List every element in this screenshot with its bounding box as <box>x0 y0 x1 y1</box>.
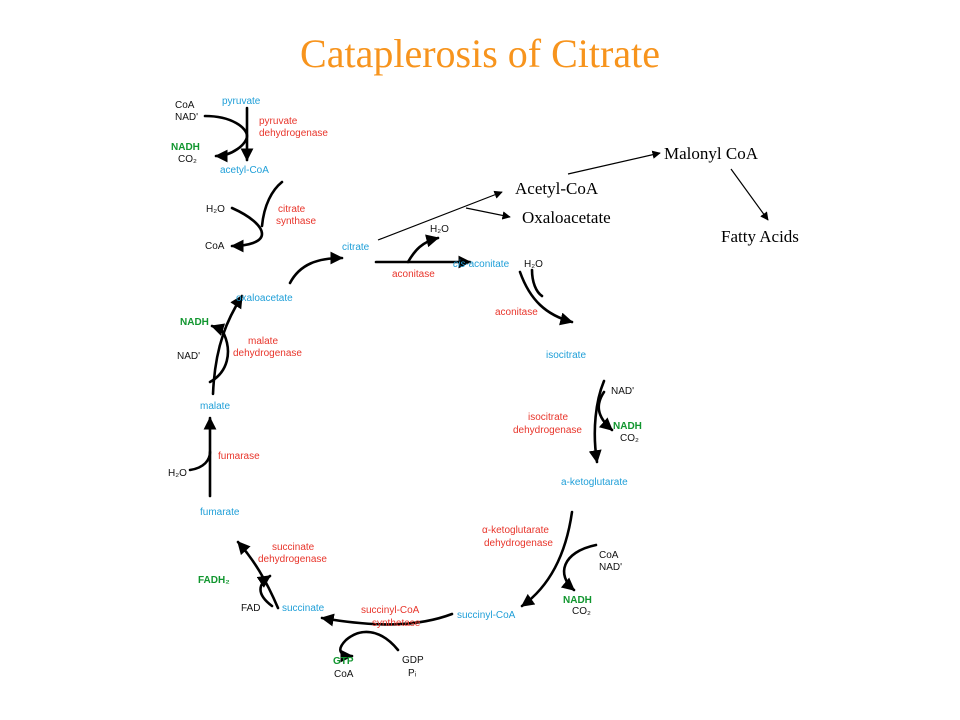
cofactor-coa-4: CoA <box>334 669 354 680</box>
energy-nadh-3: NADH <box>563 595 592 606</box>
enzyme-pyruvate-dh-line2: dehydrogenase <box>259 128 328 139</box>
acetylcoa-to-malonylcoa-arrow <box>567 150 661 175</box>
cofactor-coa-2: CoA <box>205 241 225 252</box>
metabolite-citrate: citrate <box>342 242 370 253</box>
mdh-side-arrow <box>208 323 230 384</box>
energy-nadh-2: NADH <box>613 421 642 432</box>
enzyme-akg-dh-line1: α-ketoglutarate <box>482 525 549 536</box>
aconitase1-water-arrow <box>406 234 440 264</box>
cofactor-co2-1: CO₂ <box>178 154 197 165</box>
metabolite-succinyl-coa: succinyl-CoA <box>457 610 516 621</box>
metabolite-pyruvate: pyruvate <box>222 96 261 107</box>
metabolite-succinate: succinate <box>282 603 325 614</box>
enzyme-succinyl-synthetase-line1: succinyl-CoA <box>361 605 420 616</box>
metabolite-a-ketoglutarate: a-ketoglutarate <box>561 477 628 488</box>
cofactor-pi: Pᵢ <box>408 668 417 679</box>
energy-fadh2: FADH₂ <box>198 575 230 586</box>
cofactor-h2o-3: H₂O <box>524 259 543 270</box>
enzyme-pyruvate-dh-line1: pyruvate <box>259 116 298 127</box>
citrate-to-acetylcoa-arrow <box>377 190 503 241</box>
cofactor-co2-2: CO₂ <box>620 433 639 444</box>
akgdh-main-arrow <box>520 510 574 608</box>
pdh-side-arrow <box>203 114 249 163</box>
fatty-acids-label: Fatty Acids <box>721 227 799 246</box>
cofactor-h2o-1: H₂O <box>206 204 225 215</box>
enzyme-citrate-synthase-line2: synthase <box>276 216 316 227</box>
sdh-side-arrow <box>256 574 274 608</box>
akgdh-side-arrow <box>560 543 598 592</box>
malonyl-coa-label: Malonyl CoA <box>664 144 759 163</box>
enzyme-succinate-dh-line1: succinate <box>272 542 315 553</box>
malonylcoa-to-fattyacids-arrow <box>730 168 769 221</box>
sdh-main-arrow <box>236 540 280 610</box>
cofactor-nad-3: NAD' <box>599 562 622 573</box>
metabolite-oxaloacetate: oxaloacetate <box>236 293 293 304</box>
fumarase-water-curve <box>188 450 212 472</box>
cofactor-co2-3: CO₂ <box>572 606 591 617</box>
cofactor-coa-1: CoA <box>175 100 195 111</box>
metabolite-malate: malate <box>200 401 230 412</box>
enzyme-citrate-synthase-line1: citrate <box>278 204 306 215</box>
enzyme-malate-dh-line2: dehydrogenase <box>233 348 302 359</box>
enzyme-akg-dh-line2: dehydrogenase <box>484 538 553 549</box>
idh-main-arrow <box>588 379 606 464</box>
idh-side-arrow <box>597 390 614 432</box>
aconitate-rest: -aconitate <box>465 259 509 270</box>
acetyl-coa-label: Acetyl-CoA <box>515 179 599 198</box>
energy-nadh-1: NADH <box>171 142 200 153</box>
metabolite-cis-aconitate: cis-aconitate <box>453 259 510 270</box>
citrate-to-oxaloacetate-arrow <box>465 207 511 220</box>
scs-side-arrow <box>339 630 400 663</box>
cofactor-h2o-4: H₂O <box>168 468 187 479</box>
cs-main-arrow <box>288 251 344 285</box>
enzyme-succinyl-synthetase-line2: synthetase <box>372 618 421 629</box>
cofactor-coa-3: CoA <box>599 550 619 561</box>
cycle-arrows <box>188 106 769 663</box>
slide-title: Cataplerosis of Citrate <box>300 31 660 76</box>
acetylcoa-feed <box>260 180 284 228</box>
cofactor-nad-2: NAD' <box>611 386 634 397</box>
scs-main-arrow <box>320 612 454 627</box>
cofactor-nad-1: NAD' <box>175 112 198 123</box>
oxaloacetate-label: Oxaloacetate <box>522 208 611 227</box>
energy-nadh-4: NADH <box>180 317 209 328</box>
cofactor-gdp: GDP <box>402 655 424 666</box>
cofactor-fad: FAD <box>241 603 260 614</box>
cofactor-h2o-2: H₂O <box>430 224 449 235</box>
cataplerosis-labels: Acetyl-CoA Oxaloacetate Malonyl CoA Fatt… <box>515 144 799 246</box>
cycle-cofactors: CoA NAD' CO₂ H₂O CoA H₂O H₂O NAD' CO₂ Co… <box>168 100 639 680</box>
enzyme-aconitase-2: aconitase <box>495 307 538 318</box>
energy-gtp: GTP <box>333 656 354 667</box>
cycle-enzymes: pyruvate dehydrogenase citrate synthase … <box>218 116 582 629</box>
enzyme-aconitase-1: aconitase <box>392 269 435 280</box>
enzyme-succinate-dh-line2: dehydrogenase <box>258 554 327 565</box>
cis-prefix: cis <box>453 259 465 270</box>
metabolite-isocitrate: isocitrate <box>546 350 586 361</box>
metabolite-fumarate: fumarate <box>200 507 240 518</box>
cofactor-nad-4: NAD' <box>177 351 200 362</box>
enzyme-fumarase: fumarase <box>218 451 260 462</box>
energy-carriers: NADH NADH NADH GTP FADH₂ NADH <box>171 142 642 667</box>
enzyme-isocitrate-dh-line1: isocitrate <box>528 412 568 423</box>
metabolite-acetyl-coa: acetyl-CoA <box>220 165 269 176</box>
enzyme-isocitrate-dh-line2: dehydrogenase <box>513 425 582 436</box>
cycle-metabolites: pyruvate acetyl-CoA citrate cis-aconitat… <box>200 96 628 621</box>
aconitase2-arrow <box>518 270 574 326</box>
enzyme-malate-dh-line1: malate <box>248 336 278 347</box>
aconitase2-water-curve <box>530 268 544 298</box>
cs-side-arrow <box>230 206 264 253</box>
